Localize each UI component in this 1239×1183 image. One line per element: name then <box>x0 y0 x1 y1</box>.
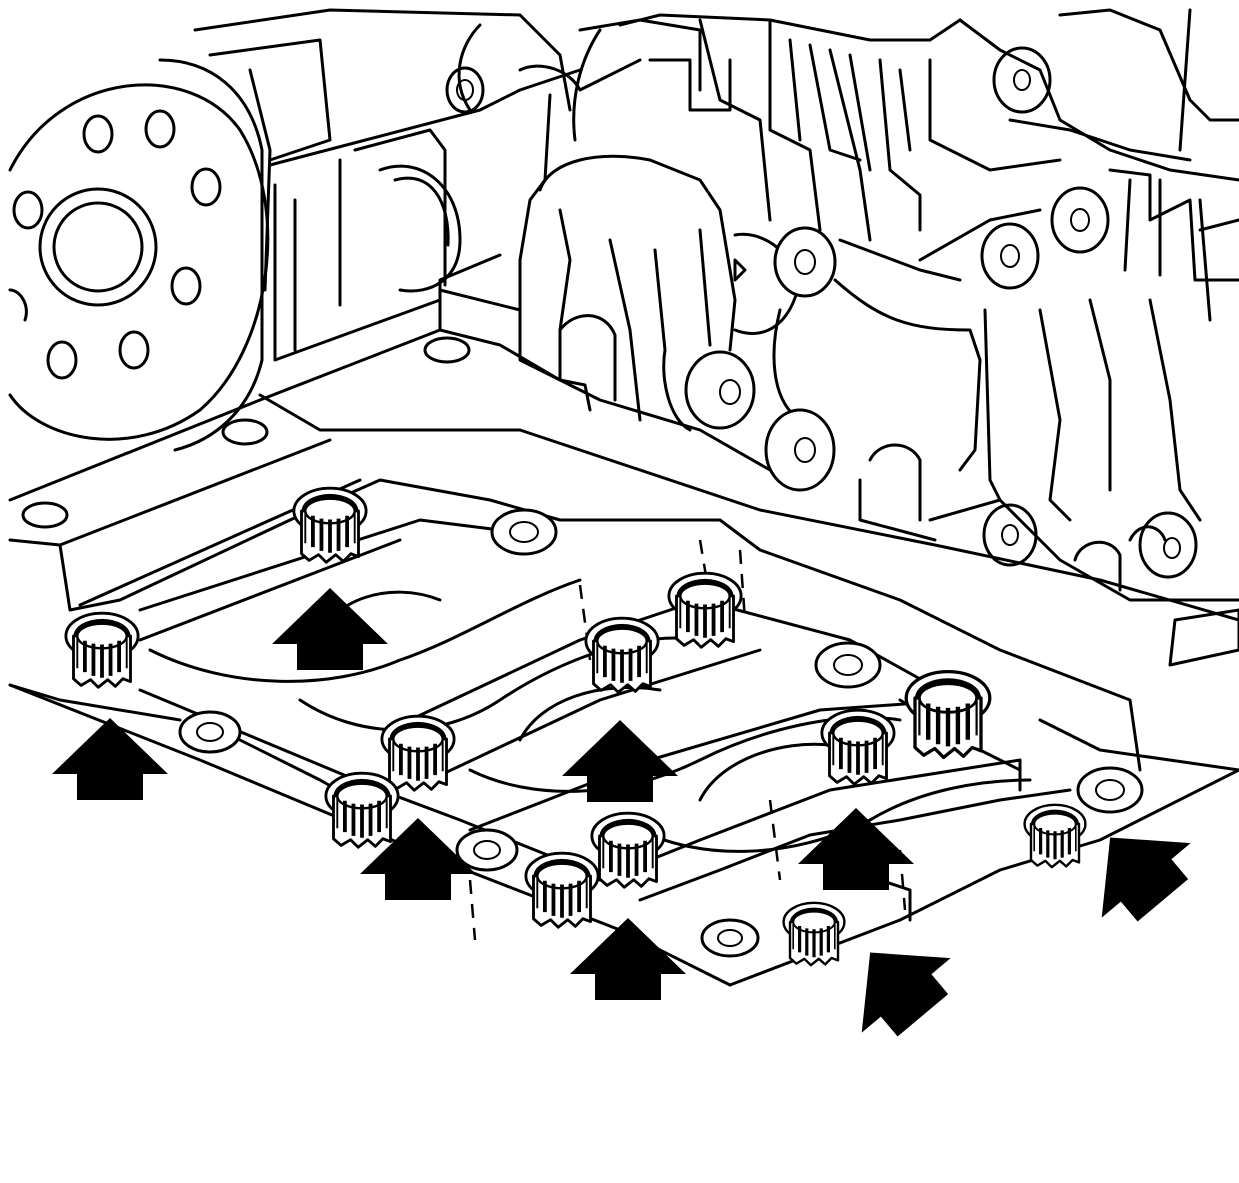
engine-block-upper <box>193 8 1239 362</box>
torx-bolt-icon <box>906 672 990 758</box>
bold-arrow-icon <box>570 918 686 1000</box>
block-deck <box>8 288 1239 722</box>
torx-bolt-icon <box>820 708 896 787</box>
torx-bolt-icon <box>590 811 666 890</box>
torx-bolt-icon <box>1022 803 1088 869</box>
torx-bolt-icon <box>524 851 600 930</box>
bold-arrow-icon <box>825 915 968 1053</box>
engine-block-middle <box>538 154 1239 667</box>
torx-bolt-icon <box>323 771 401 850</box>
torx-bolt-icon <box>781 901 847 967</box>
torx-bolt-icon <box>667 571 743 650</box>
torx-bolt-icon <box>584 616 660 695</box>
crankshaft-pulley <box>8 58 270 452</box>
torx-bolt-icon <box>64 611 141 690</box>
bold-arrow-icon <box>272 588 388 670</box>
torx-bolt-icon <box>291 486 369 565</box>
bold-arrow-icon <box>52 718 168 800</box>
torx-bolt-icon <box>379 714 457 793</box>
